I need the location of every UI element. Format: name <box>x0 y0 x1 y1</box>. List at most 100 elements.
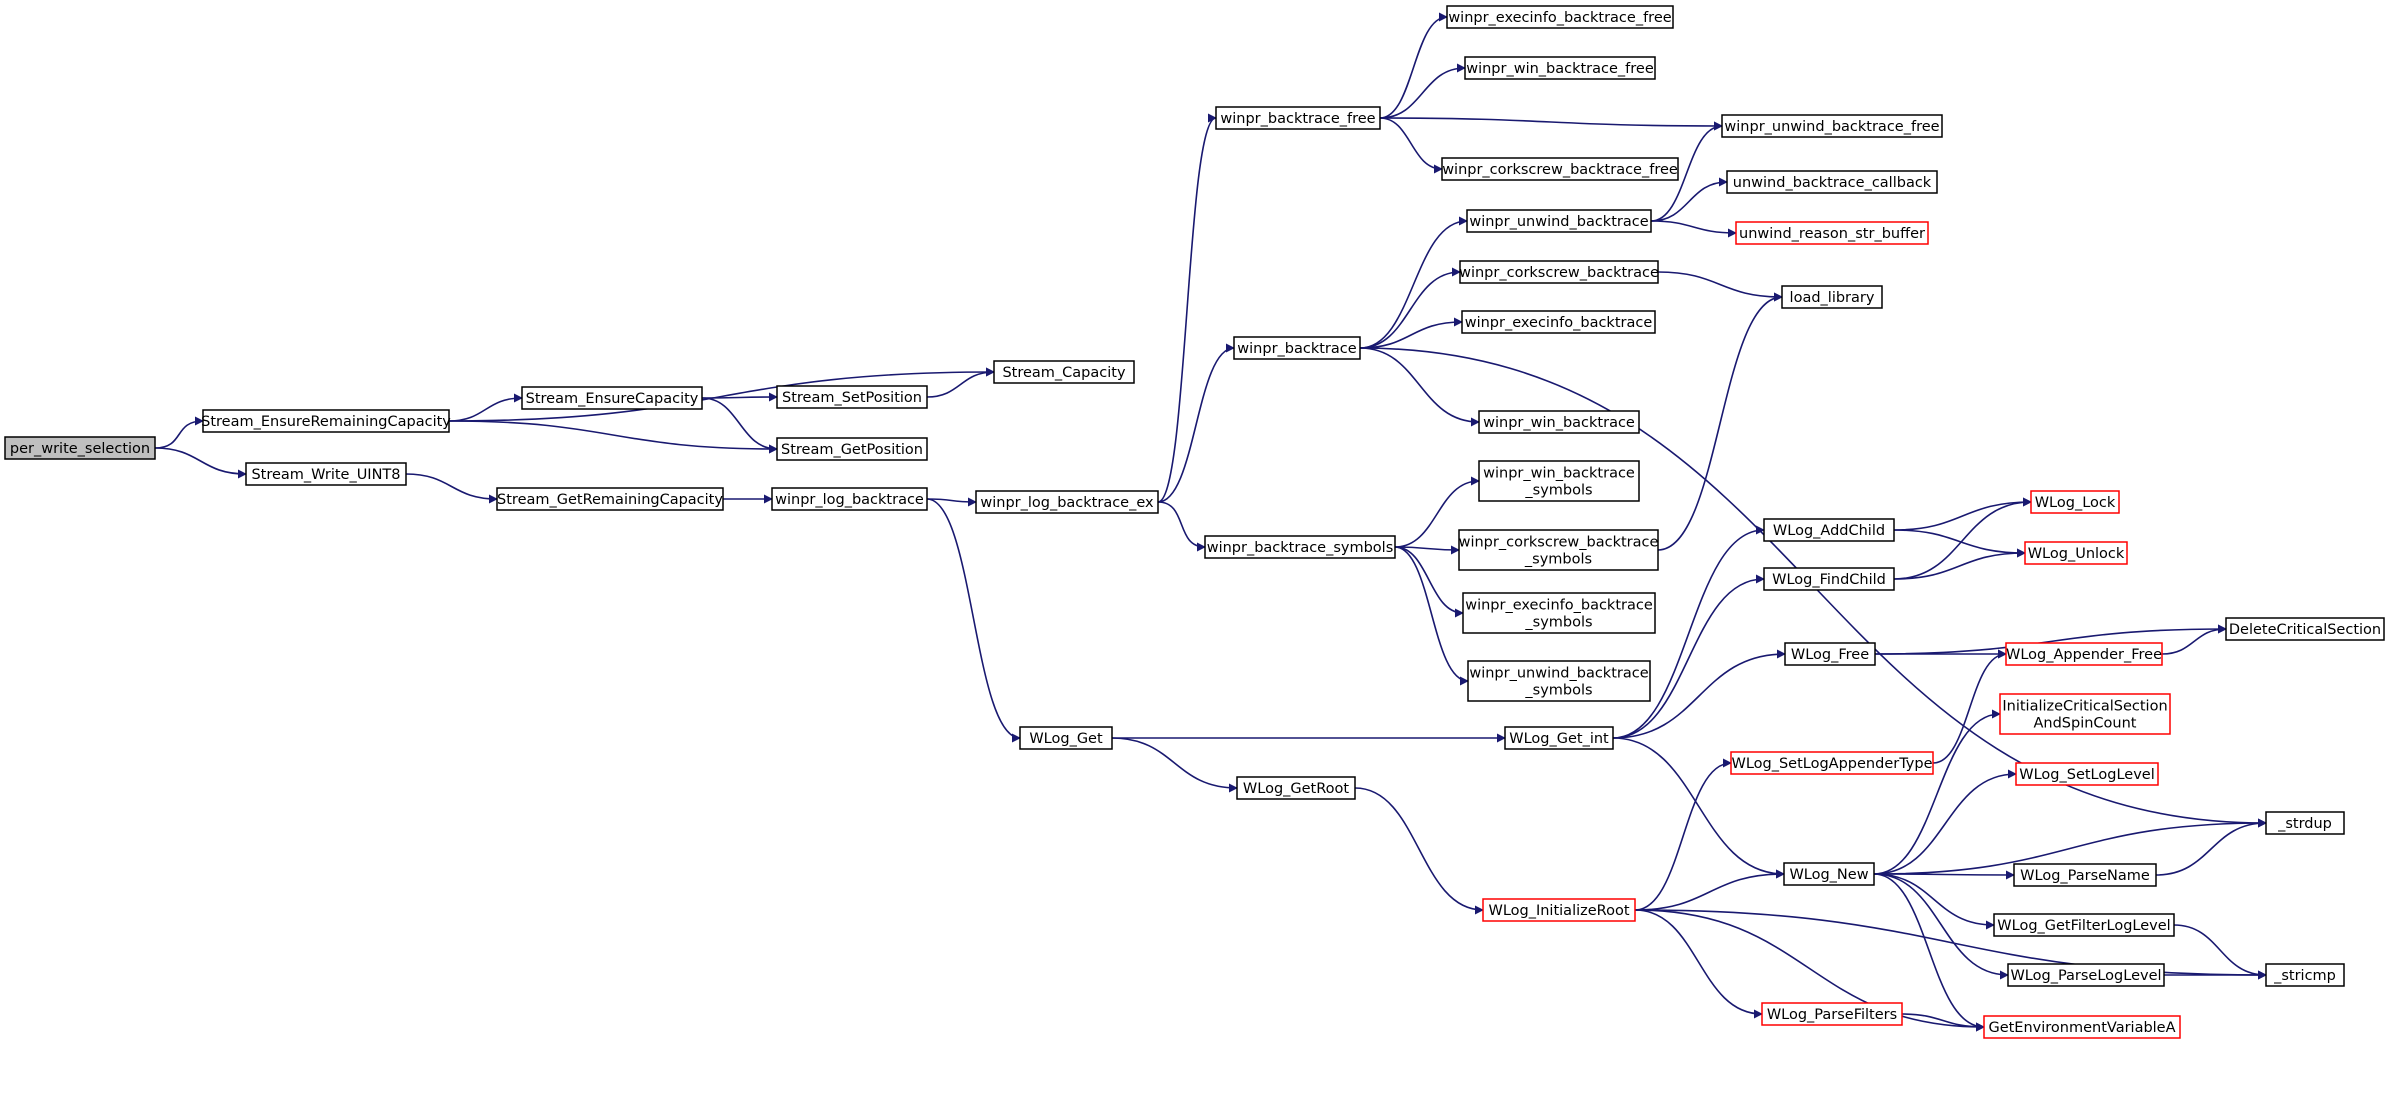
edge-wlog-findchild-to-wlog-lock <box>1893 497 2032 580</box>
node-wlog-findchild[interactable]: WLog_FindChild <box>1763 567 1895 591</box>
node-box <box>1466 209 1652 233</box>
edge-wlog-new-to-wlog-getfilterloglevel <box>1873 873 1995 930</box>
node-winpr-win-backtrace-symbols[interactable]: winpr_win_backtrace_symbols <box>1478 460 1640 502</box>
node-box <box>1783 862 1875 886</box>
node-wlog-setlogappendertype[interactable]: WLog_SetLogAppenderType <box>1730 751 1934 775</box>
edge-wlog-get-int-to-wlog-new <box>1612 737 1785 879</box>
node-winpr-execinfo-backtrace-symbols[interactable]: winpr_execinfo_backtrace_symbols <box>1462 592 1656 634</box>
node-wlog-unlock[interactable]: WLog_Unlock <box>2024 541 2128 565</box>
node-box <box>1726 170 1938 194</box>
node-winpr-unwind-backtrace[interactable]: winpr_unwind_backtrace <box>1466 209 1652 233</box>
node-wlog-parseloglevel[interactable]: WLog_ParseLogLevel <box>2007 963 2165 987</box>
node-wlog-parsefilters[interactable]: WLog_ParseFilters <box>1761 1002 1903 1026</box>
edge-winpr-corkscrew-backtrace-to-load-library <box>1657 271 1783 302</box>
edge-wlog-initializeroot-to-wlog-parsefilters <box>1634 909 1763 1019</box>
node-wlog-getroot[interactable]: WLog_GetRoot <box>1236 776 1356 800</box>
edges-layer <box>154 12 2267 1032</box>
node-deletecriticalsection[interactable]: DeleteCriticalSection <box>2225 617 2385 641</box>
node-winpr-backtrace-free[interactable]: winpr_backtrace_free <box>1215 106 1381 130</box>
node-label: WLog_InitializeRoot <box>1488 903 1629 919</box>
node-box <box>202 409 450 433</box>
node-wlog-get[interactable]: WLog_Get <box>1019 726 1113 750</box>
node-winpr-execinfo-backtrace[interactable]: winpr_execinfo_backtrace <box>1461 310 1656 334</box>
node-label: WLog_Appender_Free <box>2006 647 2162 663</box>
node-label: winpr_win_backtrace_free <box>1466 61 1654 77</box>
node-load-library[interactable]: load_library <box>1781 285 1883 309</box>
node-winpr-corkscrew-backtrace[interactable]: winpr_corkscrew_backtrace <box>1459 260 1659 284</box>
node-wlog-parsename[interactable]: WLog_ParseName <box>2013 863 2157 887</box>
node-label: WLog_ParseLogLevel <box>2010 968 2161 984</box>
node-stream-getposition[interactable]: Stream_GetPosition <box>776 437 928 461</box>
node-getenvironmentvariablea[interactable]: GetEnvironmentVariableA <box>1983 1015 2181 1039</box>
node-label: WLog_Get_int <box>1509 731 1609 747</box>
node-winpr-execinfo-backtrace-free[interactable]: winpr_execinfo_backtrace_free <box>1446 5 1674 29</box>
node-label: WLog_FindChild <box>1772 572 1886 588</box>
node-winpr-corkscrew-backtrace-symbols[interactable]: winpr_corkscrew_backtrace_symbols <box>1458 529 1659 571</box>
edge-wlog-getfilterloglevel-to-stricmp <box>2173 924 2267 980</box>
node-label: WLog_GetFilterLogLevel <box>1997 918 2170 934</box>
node-label: WLog_New <box>1789 867 1868 883</box>
edge-stream-write-uint8-to-stream-getremainingcapacity <box>405 473 498 504</box>
node-wlog-new[interactable]: WLog_New <box>1783 862 1875 886</box>
node-box <box>2265 811 2345 835</box>
node-label: Stream_GetPosition <box>781 442 923 458</box>
edge-stream-ensureremainingcapacity-to-stream-capacity <box>448 367 995 422</box>
node-winpr-backtrace[interactable]: winpr_backtrace <box>1233 336 1361 360</box>
node-label: winpr_win_backtrace <box>1483 415 1635 431</box>
node-label: Stream_EnsureCapacity <box>526 391 699 407</box>
node-wlog-free[interactable]: WLog_Free <box>1784 642 1876 666</box>
node-stream-ensurecapacity[interactable]: Stream_EnsureCapacity <box>521 386 703 410</box>
edge-wlog-get-int-to-wlog-free <box>1612 649 1786 739</box>
edge-wlog-getroot-to-wlog-initializeroot <box>1354 787 1484 915</box>
node-box <box>993 360 1135 384</box>
node-box <box>2013 863 2157 887</box>
node-winpr-unwind-backtrace-free[interactable]: winpr_unwind_backtrace_free <box>1721 114 1943 138</box>
node-unwind-reason-str-buffer[interactable]: unwind_reason_str_buffer <box>1735 221 1929 245</box>
nodes-layer: per_write_selection Stream_EnsureRemainin… <box>4 5 2385 1039</box>
node-stream-getremainingcapacity[interactable]: Stream_GetRemainingCapacity <box>496 487 724 511</box>
node-winpr-corkscrew-backtrace-free[interactable]: winpr_corkscrew_backtrace_free <box>1441 157 1679 181</box>
node-unwind-backtrace-callback[interactable]: unwind_backtrace_callback <box>1726 170 1938 194</box>
node-stream-write-uint8[interactable]: Stream_Write_UINT8 <box>245 462 407 486</box>
node-stricmp[interactable]: _stricmp <box>2265 963 2345 987</box>
node-label: WLog_AddChild <box>1773 523 1885 539</box>
edge-winpr-log-backtrace-to-wlog-get <box>926 498 1021 743</box>
node-per-write-selection[interactable]: per_write_selection <box>4 436 156 460</box>
node-box <box>776 437 928 461</box>
edge-winpr-backtrace-to-winpr-unwind-backtrace <box>1359 216 1468 349</box>
node-wlog-lock[interactable]: WLog_Lock <box>2030 490 2120 514</box>
node-box <box>496 487 724 511</box>
node-wlog-getfilterloglevel[interactable]: WLog_GetFilterLogLevel <box>1993 913 2175 937</box>
node-wlog-appender-free[interactable]: WLog_Appender_Free <box>2005 642 2163 666</box>
node-stream-setposition[interactable]: Stream_SetPosition <box>776 385 928 409</box>
edge-per-write-selection-to-stream-write-uint8 <box>154 447 247 479</box>
node-wlog-setloglevel[interactable]: WLog_SetLogLevel <box>2015 762 2159 786</box>
edge-winpr-log-backtrace-ex-to-winpr-backtrace-symbols <box>1157 501 1206 552</box>
node-winpr-win-backtrace-free[interactable]: winpr_win_backtrace_free <box>1464 56 1656 80</box>
node-label: WLog_Lock <box>2035 495 2116 511</box>
node-strdup[interactable]: _strdup <box>2265 811 2345 835</box>
node-wlog-get-int[interactable]: WLog_Get_int <box>1504 726 1614 750</box>
node-wlog-initializeroot[interactable]: WLog_InitializeRoot <box>1482 898 1636 922</box>
edge-winpr-backtrace-to-winpr-execinfo-backtrace <box>1359 317 1463 349</box>
node-box <box>1441 157 1679 181</box>
node-label: _symbols <box>1524 683 1592 699</box>
edge-wlog-appender-free-to-deletecriticalsection <box>2161 624 2227 655</box>
node-stream-ensureremainingcapacity[interactable]: Stream_EnsureRemainingCapacity <box>201 409 451 433</box>
node-winpr-win-backtrace[interactable]: winpr_win_backtrace <box>1478 410 1640 434</box>
node-winpr-log-backtrace-ex[interactable]: winpr_log_backtrace_ex <box>975 490 1159 514</box>
node-box <box>1735 221 1929 245</box>
node-box <box>771 487 928 511</box>
edge-wlog-new-to-initializecriticalsectionandspincount <box>1873 709 2001 875</box>
node-winpr-unwind-backtrace-symbols[interactable]: winpr_unwind_backtrace_symbols <box>1467 660 1651 702</box>
node-box <box>1464 56 1656 80</box>
node-box <box>1204 535 1396 559</box>
node-winpr-backtrace-symbols[interactable]: winpr_backtrace_symbols <box>1204 535 1396 559</box>
node-winpr-log-backtrace[interactable]: winpr_log_backtrace <box>771 487 928 511</box>
node-box <box>1458 529 1659 571</box>
node-label: winpr_execinfo_backtrace <box>1465 598 1653 614</box>
node-wlog-addchild[interactable]: WLog_AddChild <box>1763 518 1895 542</box>
node-stream-capacity[interactable]: Stream_Capacity <box>993 360 1135 384</box>
edge-stream-ensureremainingcapacity-to-stream-getposition <box>448 420 778 454</box>
